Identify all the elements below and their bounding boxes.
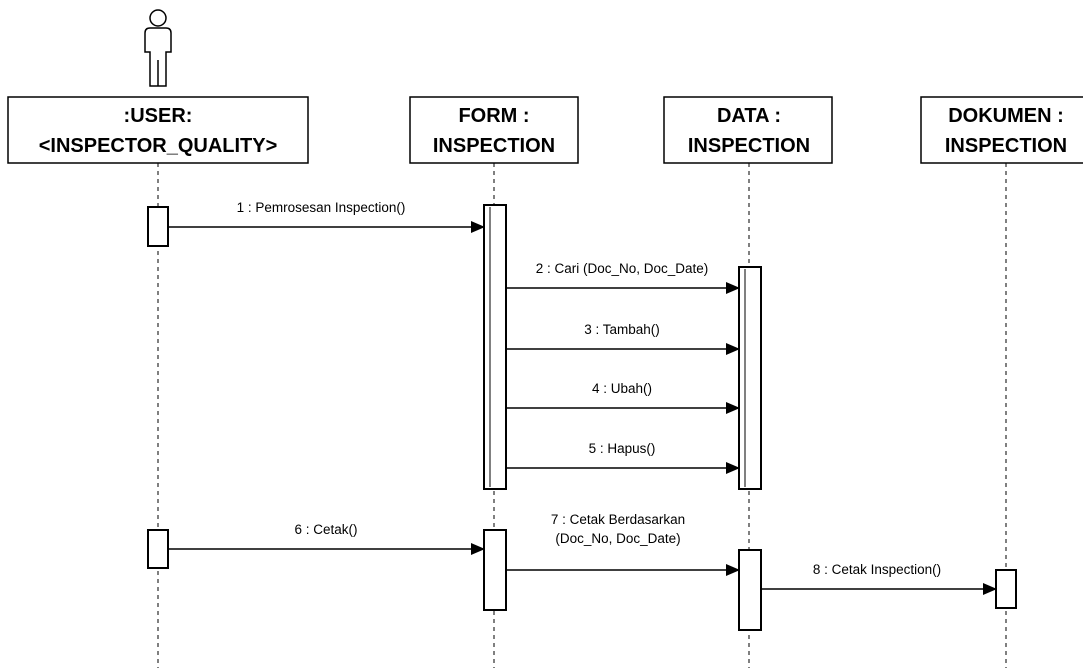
lifeline-header-form: FORM : INSPECTION: [409, 96, 579, 164]
message-label-7-line2: (Doc_No, Doc_Date): [555, 531, 680, 546]
lifeline-form-name: FORM :: [458, 105, 529, 127]
message-label-3: 3 : Tambah(): [584, 322, 660, 337]
activation-dokumen-1: [995, 569, 1017, 609]
lifeline-header-data: DATA : INSPECTION: [663, 96, 833, 164]
message-label-2: 2 : Cari (Doc_No, Doc_Date): [536, 261, 709, 276]
lifeline-data-name: DATA :: [717, 105, 781, 127]
activation-form-2: [483, 529, 507, 611]
message-label-5: 5 : Hapus(): [589, 441, 656, 456]
lifeline-header-dokumen: DOKUMEN : INSPECTION: [920, 96, 1083, 164]
message-label-4: 4 : Ubah(): [592, 381, 652, 396]
activation-form-1: [483, 204, 507, 490]
lifeline-header-user: :USER: <INSPECTOR_QUALITY>: [7, 96, 309, 164]
activation-data-2: [738, 549, 762, 631]
lifeline-dokumen-class: INSPECTION: [945, 135, 1067, 157]
message-label-1: 1 : Pemrosesan Inspection(): [237, 200, 406, 215]
message-label-8: 8 : Cetak Inspection(): [813, 562, 941, 577]
lifeline-data-class: INSPECTION: [688, 135, 810, 157]
lifeline-user-name: :USER:: [124, 105, 193, 127]
activation-user-1: [147, 206, 169, 247]
lifeline-user-role: <INSPECTOR_QUALITY>: [39, 135, 278, 157]
activation-data-1: [738, 266, 762, 490]
message-label-6: 6 : Cetak(): [294, 522, 357, 537]
lifeline-form-class: INSPECTION: [433, 135, 555, 157]
lifeline-dokumen-name: DOKUMEN :: [948, 105, 1064, 127]
activation-user-2: [147, 529, 169, 569]
message-label-7-line1: 7 : Cetak Berdasarkan: [551, 512, 685, 527]
stick-figure-icon: [144, 9, 172, 87]
